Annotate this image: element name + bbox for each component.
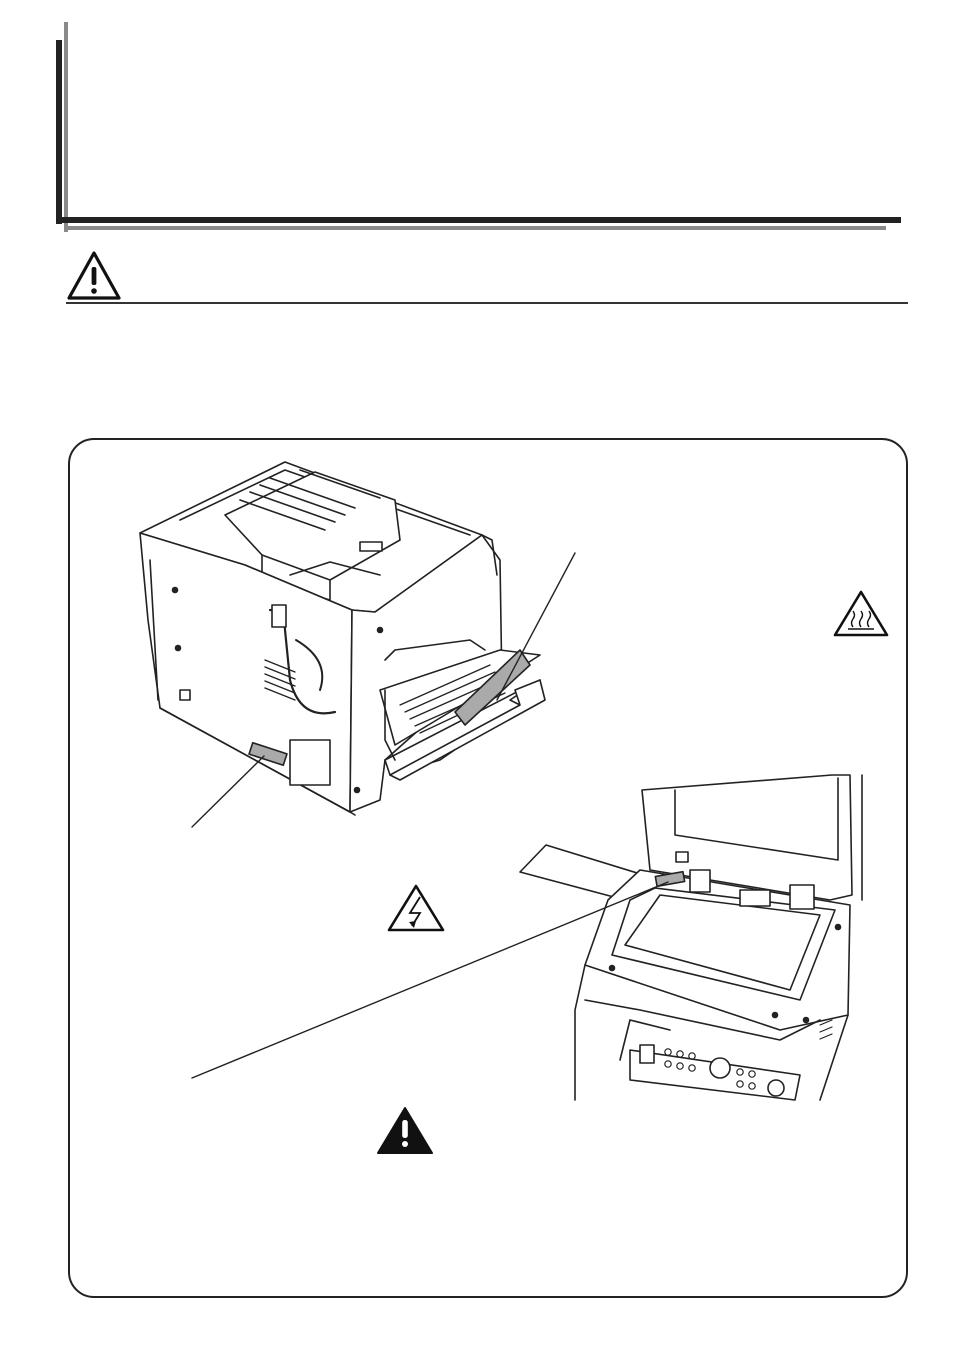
illustration-panel	[68, 438, 908, 1298]
printer-scanner-illustration	[519, 774, 863, 1101]
title-bracket	[56, 40, 62, 224]
title-underline	[56, 217, 901, 223]
title-underline-accent	[64, 226, 886, 230]
fixer-unit-label	[585, 560, 815, 620]
title-bracket-accent	[64, 22, 68, 232]
power-label	[92, 832, 352, 892]
caution-note-text	[442, 1110, 862, 1260]
warning-triangle-icon	[67, 251, 121, 300]
leader-lines	[191, 552, 669, 1079]
hot-surface-icon	[833, 590, 889, 637]
caution-divider	[66, 302, 908, 304]
right-cover-label	[92, 1084, 352, 1124]
electric-shock-icon	[387, 884, 445, 932]
printer-rear-illustration	[139, 461, 546, 816]
warning-icon	[377, 1107, 433, 1154]
